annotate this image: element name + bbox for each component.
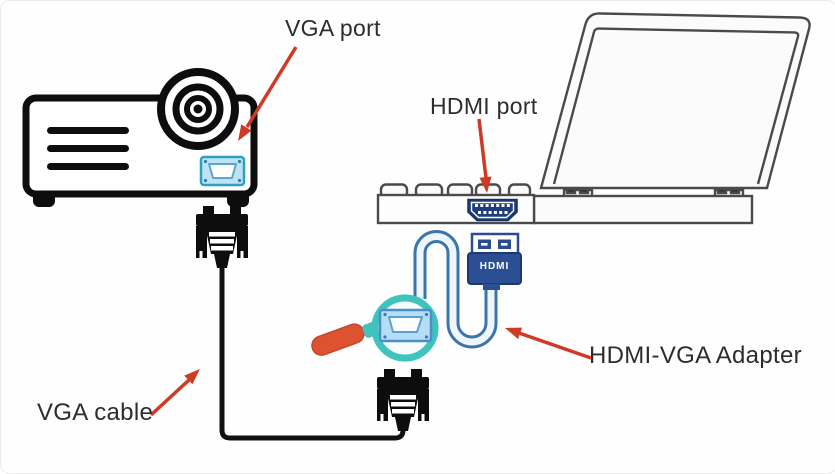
lens-bullseye-icon <box>157 68 239 150</box>
laptop-screen <box>552 27 800 185</box>
hdmi-port-arrow <box>477 118 492 193</box>
projector-grille <box>47 127 129 170</box>
hdmi-plug-icon <box>467 232 522 290</box>
adapter-handle-icon <box>311 323 365 356</box>
adapter-vga-port-icon <box>378 308 433 343</box>
hdmi-cable-line <box>413 230 498 349</box>
vga-port-arrow <box>238 46 298 141</box>
hdmi-port-label: HDMI port <box>430 93 538 119</box>
hdmi-vga-adapter-icon <box>311 294 439 362</box>
laptop-base <box>532 194 754 225</box>
hdmi-port-icon <box>467 198 518 222</box>
hdmi-vga-adapter-label: HDMI-VGA Adapter <box>589 342 802 369</box>
laptop-lid <box>539 12 811 190</box>
vga-db15-connector-icon <box>196 206 248 268</box>
vga-port-icon <box>199 155 246 187</box>
adapter-arrow <box>505 327 592 360</box>
vga-cable-label: VGA cable <box>37 399 154 426</box>
vga-cable-line <box>219 263 406 441</box>
vga-cable-arrow <box>149 369 200 417</box>
projector-illustration <box>22 68 258 207</box>
hdmi-plug-label: HDMI <box>479 261 510 272</box>
vga-db15-connector-icon <box>377 369 429 431</box>
laptop-illustration <box>376 12 811 225</box>
vga-port-label: VGA port <box>285 15 381 41</box>
